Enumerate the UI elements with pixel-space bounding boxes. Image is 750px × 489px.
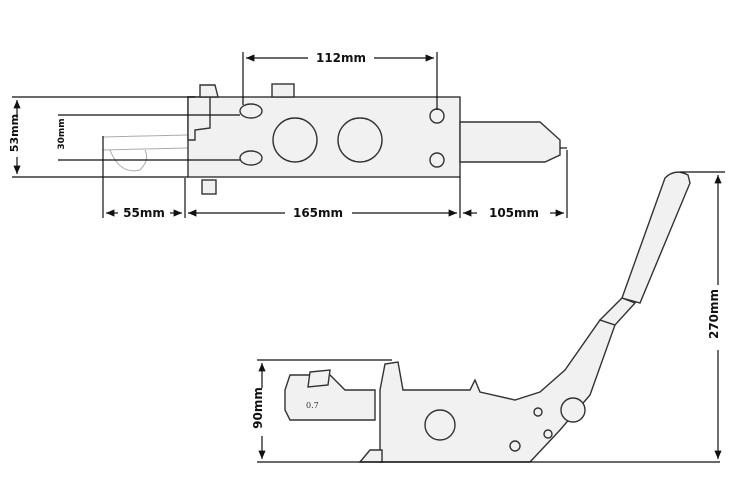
pivot-hole-1 xyxy=(272,117,318,163)
mounting-plate xyxy=(187,96,461,178)
dimension-label-55: 55mm xyxy=(123,206,165,220)
dimension-length-row: 55mm 165mm 105mm xyxy=(102,136,568,220)
pivot-bolt xyxy=(509,440,521,452)
small-bolt-1 xyxy=(533,407,543,417)
housing xyxy=(379,319,616,463)
top-tab xyxy=(271,83,295,98)
mount-hole-2 xyxy=(429,152,445,168)
dimension-label-112: 112mm xyxy=(316,51,366,65)
cylinder-cap xyxy=(307,369,331,388)
cylinder-body xyxy=(284,374,376,421)
pivot-hole-2 xyxy=(337,117,383,163)
small-bolt-2 xyxy=(543,429,553,439)
base-foot xyxy=(358,449,383,463)
mount-hole-1 xyxy=(429,108,445,124)
fitting xyxy=(199,84,219,98)
dimension-53: 53mm xyxy=(8,96,195,178)
dimension-label-90: 90mm xyxy=(251,387,265,429)
lever-hole xyxy=(560,397,586,423)
lever-shaft xyxy=(598,297,637,326)
master-cylinder-outline xyxy=(102,134,189,172)
dimension-270: 270mm xyxy=(680,171,725,459)
top-view: 112mm 53mm 30mm 55mm 165mm 105mm xyxy=(8,51,568,220)
dimension-112: 112mm xyxy=(242,51,438,110)
slot-hole-bottom xyxy=(239,150,263,166)
dimension-label-30: 30mm xyxy=(57,118,67,149)
dimension-90: 90mm xyxy=(251,359,720,463)
dimension-label-270: 270mm xyxy=(707,289,721,339)
dimension-label-165: 165mm xyxy=(293,206,343,220)
cylinder-marking: 0.7 xyxy=(306,401,319,410)
dimension-label-105: 105mm xyxy=(489,206,539,220)
slot-hole-top xyxy=(239,103,263,119)
dimension-30: 30mm xyxy=(57,114,240,161)
lever-grip xyxy=(621,171,691,304)
lever-rod xyxy=(459,121,561,163)
dimension-label-53: 53mm xyxy=(8,114,21,152)
housing-hole xyxy=(424,409,456,441)
bottom-fitting xyxy=(201,179,217,195)
side-view: 0.7 90mm 270mm xyxy=(251,171,725,463)
